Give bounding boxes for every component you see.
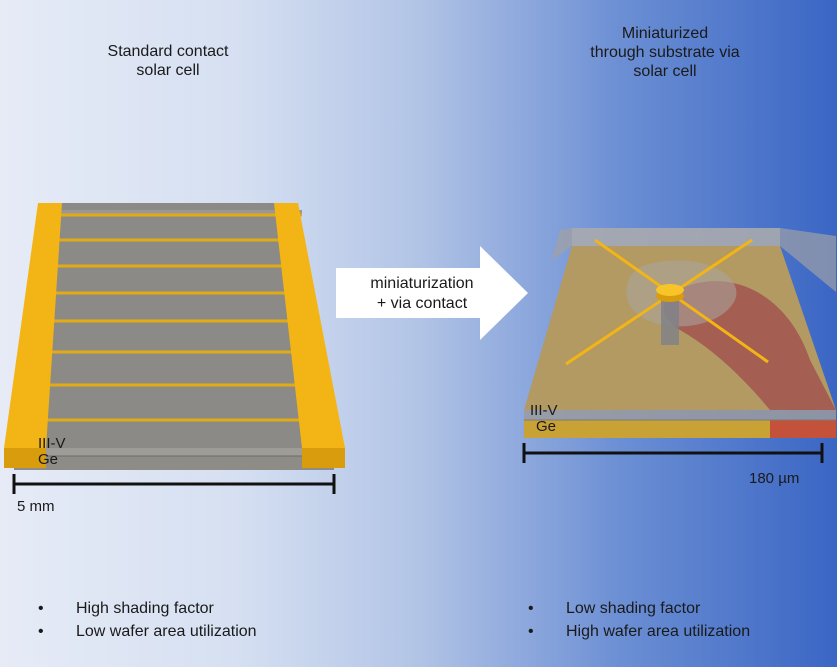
right-busbar — [274, 203, 345, 448]
right-contact-front — [770, 420, 836, 438]
left-scale-label: 5 mm — [17, 498, 55, 515]
left-scale-bar — [12, 474, 336, 494]
right-ge-label: Ge — [536, 418, 557, 435]
standard-solar-cell — [4, 203, 345, 494]
left-bullet-item: High shading factor — [38, 597, 257, 620]
arrow-label-line1: miniaturization — [370, 275, 474, 292]
miniaturization-arrow — [336, 246, 528, 340]
right-title-line2: through substrate via — [590, 44, 740, 61]
right-title-line3: solar cell — [633, 63, 697, 80]
right-busbar-side — [302, 448, 345, 468]
arrow-label: miniaturization + via contact — [342, 274, 502, 314]
right-bullet-item: High wafer area utilization — [528, 620, 750, 643]
via-solar-cell — [522, 228, 836, 463]
right-cell-right-wall — [780, 228, 836, 292]
arrow-label-line2: + via contact — [376, 295, 468, 312]
finger-shade — [40, 210, 302, 216]
grid-finger — [594, 238, 769, 364]
right-iiiv-label: III-V — [530, 402, 558, 419]
grid-finger — [565, 238, 753, 366]
left-ge-label: Ge — [38, 451, 59, 468]
right-bullet-list: Low shading factor High wafer area utili… — [528, 597, 750, 643]
left-iiiv-label: III-V — [38, 435, 66, 452]
left-title-line2: solar cell — [136, 62, 200, 79]
left-title-line1: Standard contact — [107, 43, 229, 60]
left-cell-top-surface — [14, 203, 334, 448]
right-title-line1: Miniaturized — [621, 25, 709, 42]
left-cell-title: Standard contact solar cell — [68, 42, 268, 80]
left-bullet-list: High shading factor Low wafer area utili… — [38, 597, 257, 643]
right-cell-back-wall — [572, 228, 780, 246]
right-scale-bar — [522, 443, 824, 463]
right-cell-left-wall — [552, 228, 572, 260]
left-grid-fingers — [15, 210, 329, 422]
through-substrate-via — [661, 297, 679, 345]
right-cell-ge-layer — [524, 420, 836, 438]
right-bullet-item: Low shading factor — [528, 597, 750, 620]
left-busbar — [4, 203, 62, 448]
contact-pad-top — [656, 284, 684, 296]
right-scale-label: 180 µm — [749, 470, 800, 487]
left-bullet-item: Low wafer area utilization — [38, 620, 257, 643]
right-cell-title: Miniaturized through substrate via solar… — [565, 24, 765, 81]
right-grid-fingers — [565, 238, 769, 366]
left-busbar-side — [4, 448, 46, 468]
left-cell-iiiv-layer — [14, 448, 334, 456]
